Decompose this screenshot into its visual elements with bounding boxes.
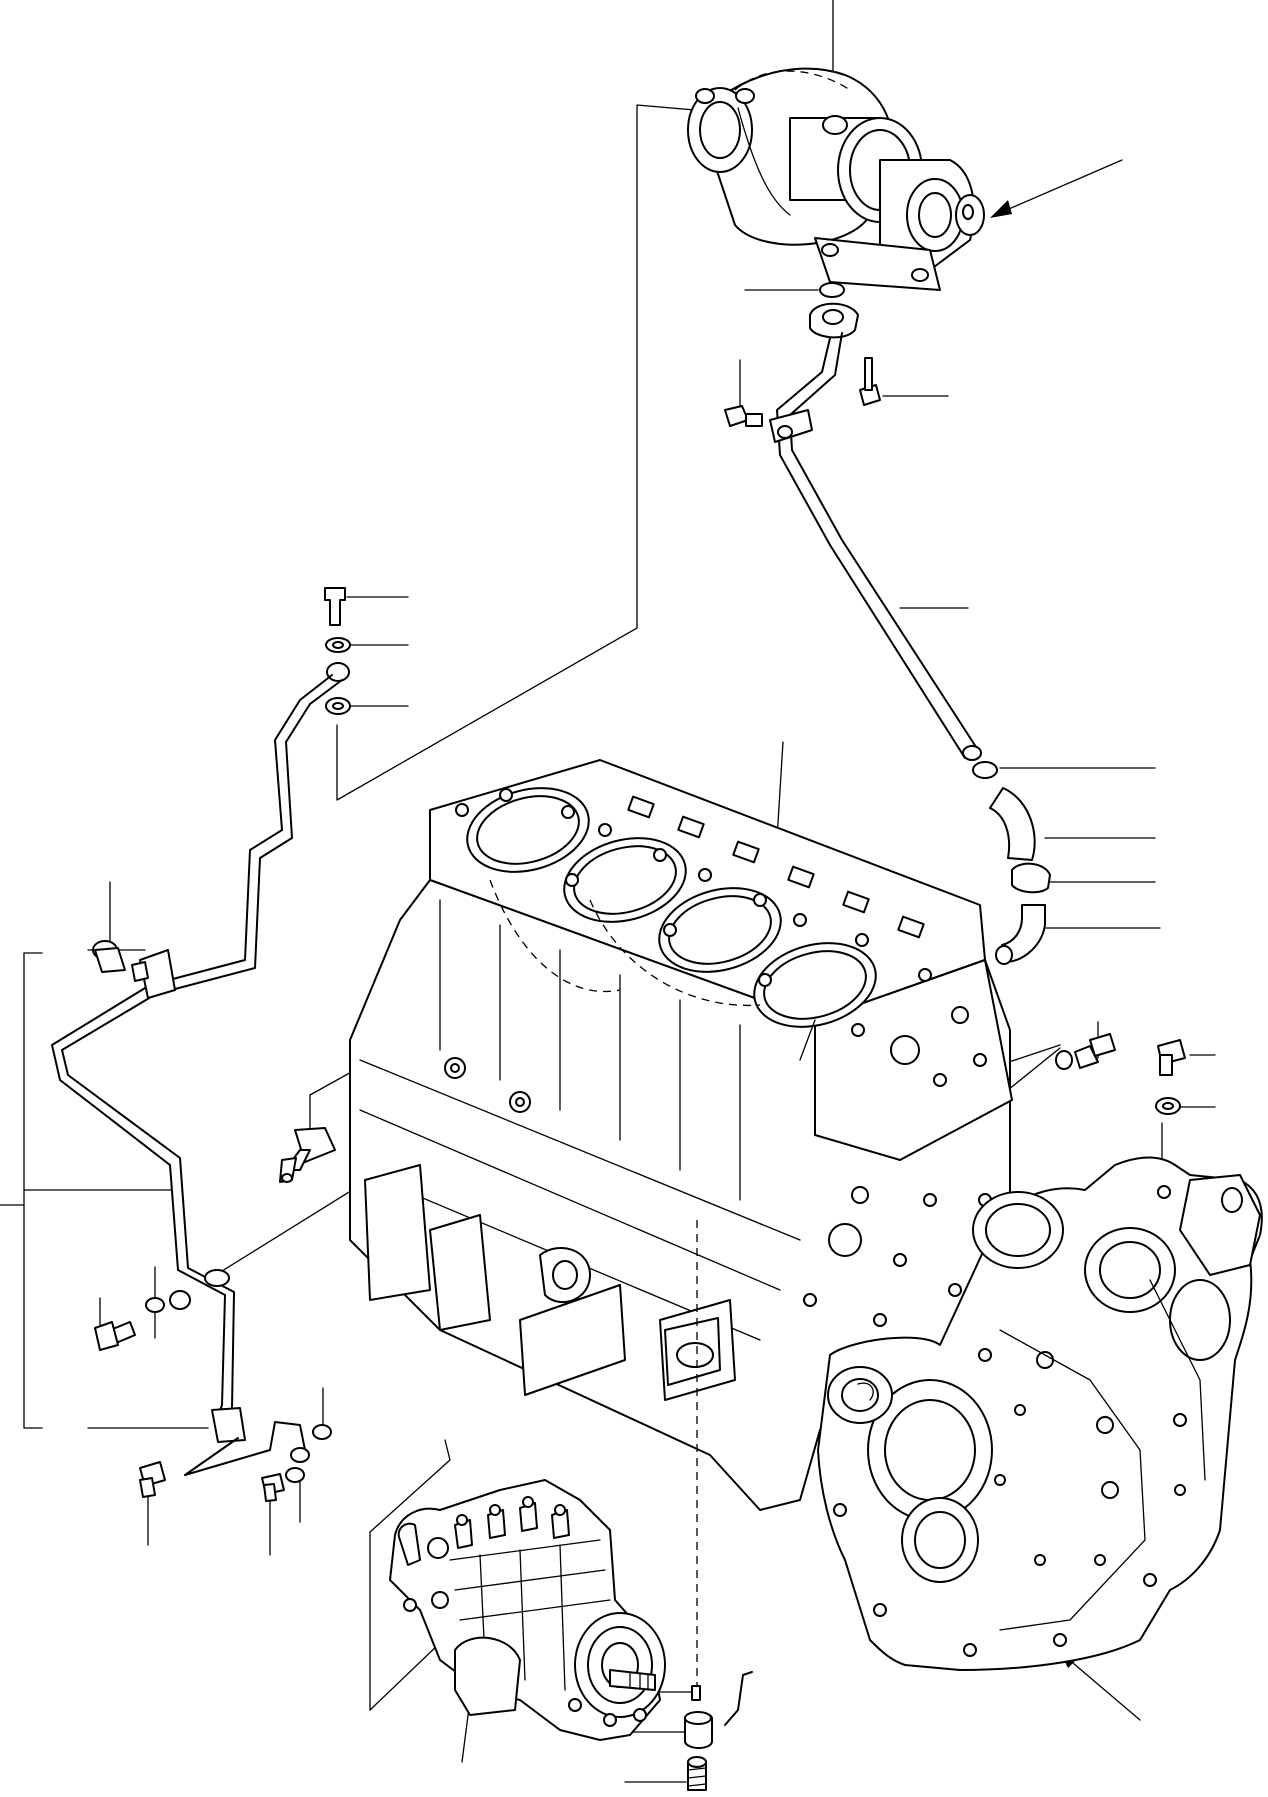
arrowhead-turbo: [990, 200, 1012, 218]
oil-feed-line: [51, 587, 351, 1502]
oil-pressure-switch: [279, 1127, 336, 1183]
return-hose-assembly: [972, 761, 1051, 965]
leader-turbo-arrow: [994, 159, 1123, 216]
dowel-pin-assembly: [684, 1671, 753, 1791]
turbo-oil-oring: [819, 282, 845, 298]
oil-return-tube: [769, 302, 982, 761]
turbocharger: [687, 67, 985, 291]
tube-clamp-bolts: [724, 357, 881, 427]
leader-pump-group: [369, 1439, 451, 1711]
injection-pump: [389, 1479, 666, 1741]
leader-gearcase-arrow: [1059, 1651, 1141, 1721]
gear-case: [817, 1156, 1263, 1671]
block-side-fasteners: [1055, 1033, 1186, 1115]
